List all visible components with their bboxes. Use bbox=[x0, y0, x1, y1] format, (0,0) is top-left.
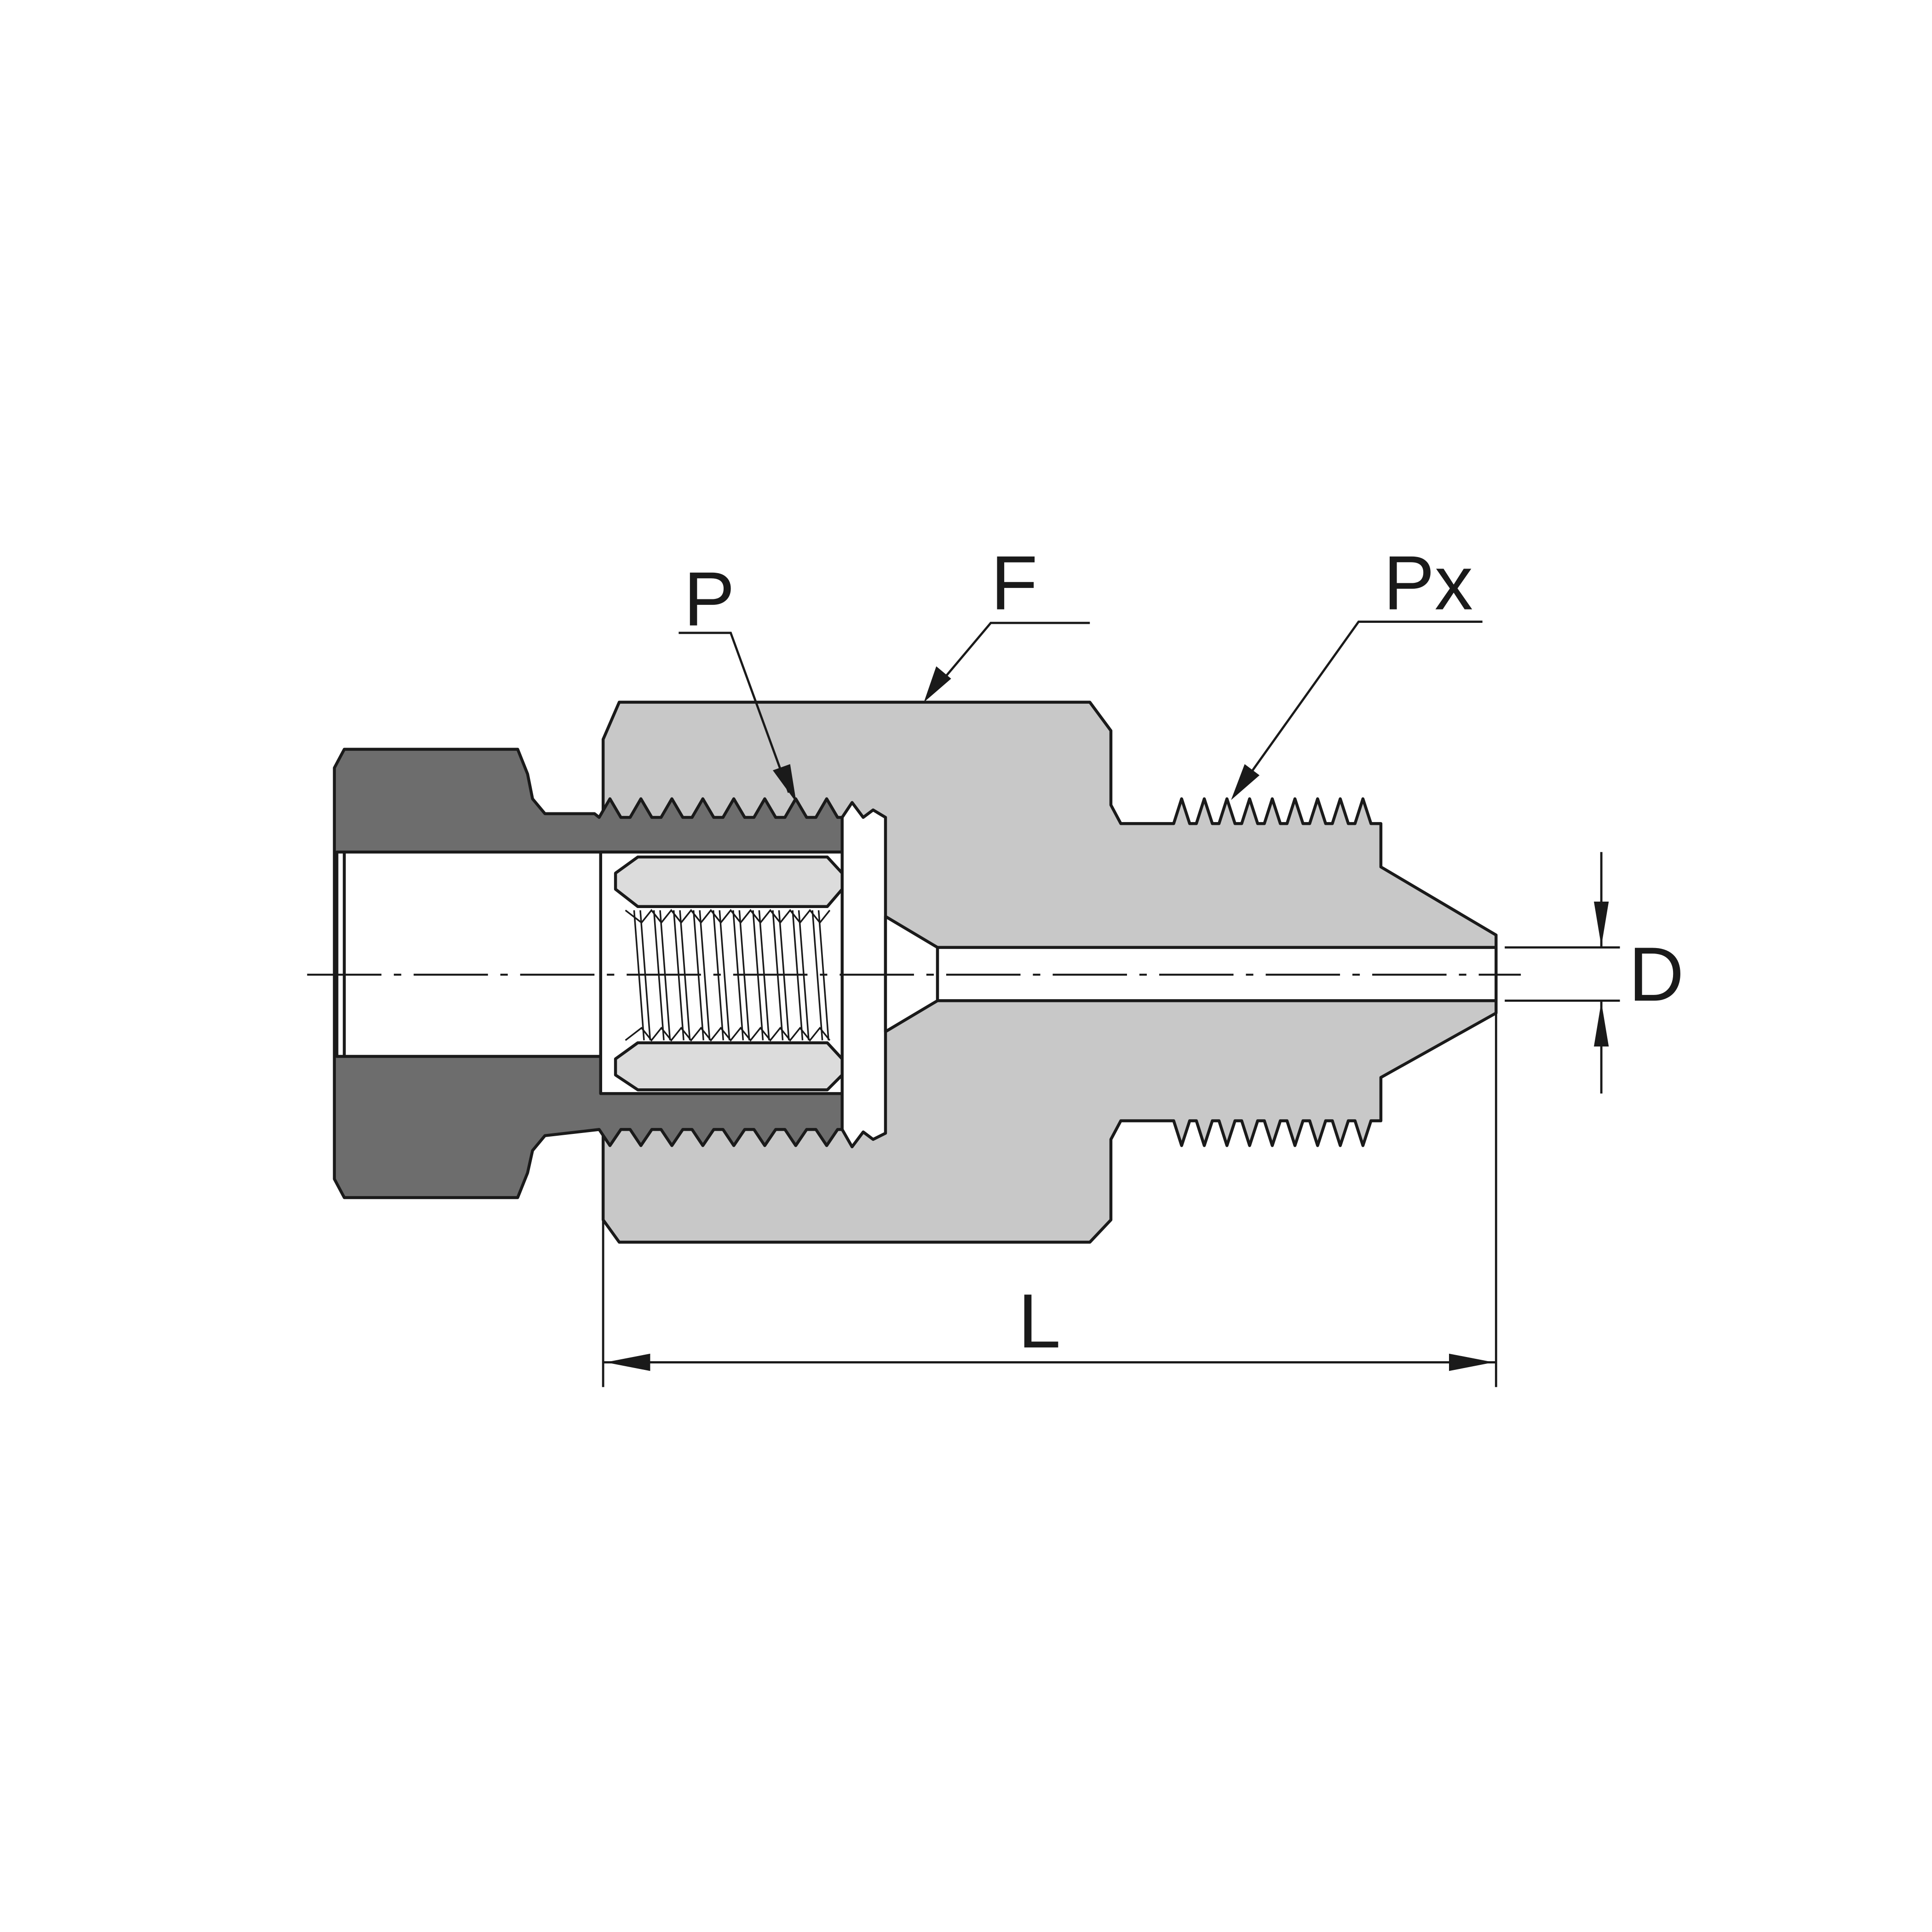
label-f: F bbox=[991, 540, 1038, 626]
mesh-wire bbox=[811, 910, 823, 1041]
nut-bore bbox=[335, 851, 614, 1058]
mesh-thread-edge bbox=[625, 909, 831, 924]
filter-bottom-band bbox=[614, 1041, 844, 1092]
mesh-wire bbox=[719, 910, 730, 1041]
length-dimension bbox=[602, 1013, 1497, 1387]
leader-px bbox=[1231, 621, 1483, 800]
label-d: D bbox=[1628, 932, 1684, 1017]
label-p: P bbox=[684, 557, 735, 642]
filter-top-band bbox=[614, 855, 844, 908]
mesh-thread-edge bbox=[625, 1026, 831, 1042]
diameter-dimension bbox=[1505, 852, 1620, 1094]
label-px: Px bbox=[1383, 540, 1473, 626]
leader-p bbox=[678, 632, 797, 803]
mesh-wire bbox=[699, 910, 711, 1041]
leader-f bbox=[924, 621, 1090, 702]
label-l: L bbox=[1018, 1278, 1061, 1364]
